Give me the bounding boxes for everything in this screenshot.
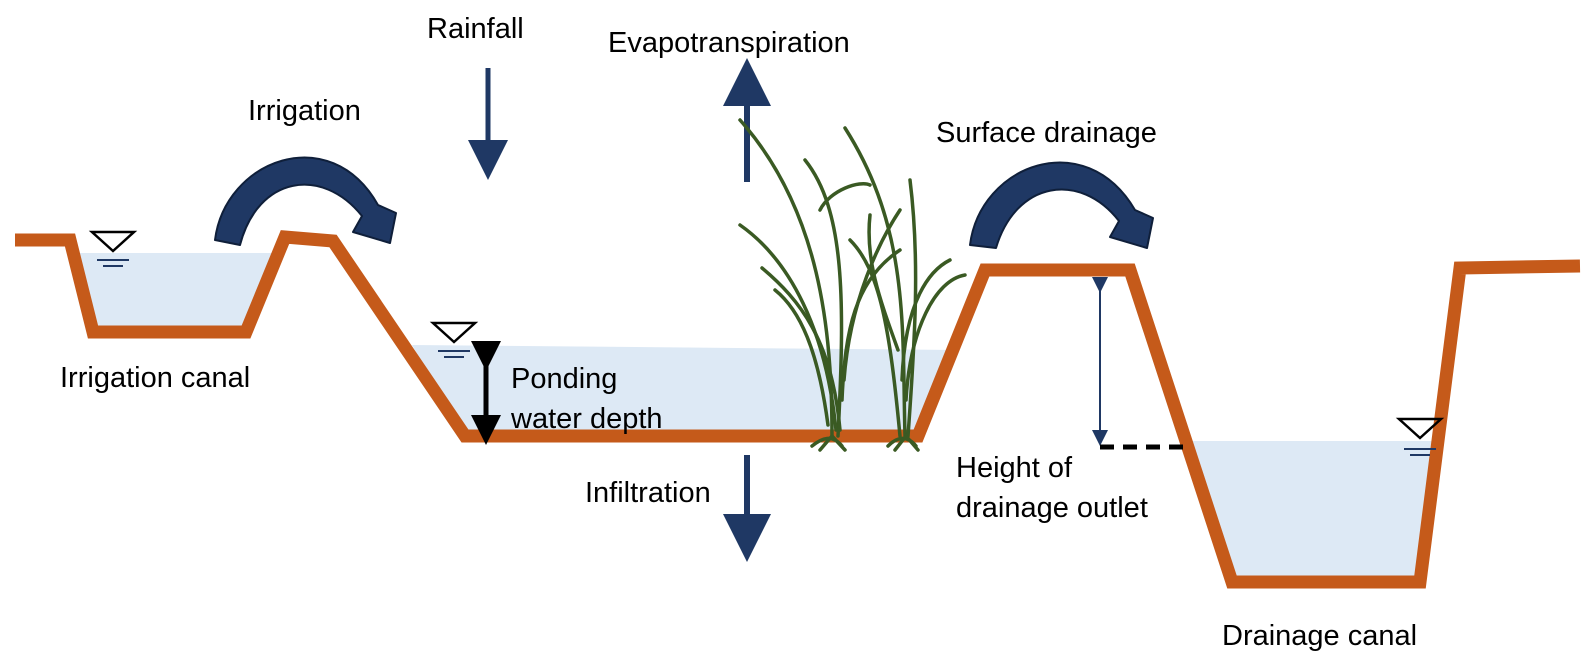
infiltration-label: Infiltration: [585, 477, 711, 509]
irrigation-canal-label: Irrigation canal: [60, 362, 250, 394]
drainage-canal-label: Drainage canal: [1222, 620, 1417, 652]
irrigation-arrow: [214, 156, 397, 246]
ponding-depth-label-line1: Ponding: [511, 363, 617, 395]
rice-plant-icon: [738, 118, 967, 452]
evapotranspiration-label: Evapotranspiration: [608, 27, 850, 59]
soil-surface-profile: [15, 230, 1581, 589]
drainage-outlet-label-line2: drainage outlet: [956, 492, 1148, 524]
rainfall-label: Rainfall: [427, 13, 524, 45]
drainage-outlet-label-line1: Height of: [956, 452, 1073, 484]
surface-drainage-label: Surface drainage: [936, 117, 1157, 149]
water-level-symbol-irrigation-canal: [88, 230, 138, 267]
irrigation-label: Irrigation: [248, 95, 361, 127]
water-level-symbol-paddy: [429, 321, 479, 358]
paddy-ponding-water: [412, 345, 958, 436]
surface-drainage-arrow: [969, 161, 1154, 249]
water-level-symbol-drainage-canal: [1395, 417, 1445, 456]
ponding-depth-label-line2: water depth: [510, 403, 663, 435]
drainage-canal-water: [1180, 441, 1440, 582]
irrigation-canal-water: [80, 253, 275, 332]
